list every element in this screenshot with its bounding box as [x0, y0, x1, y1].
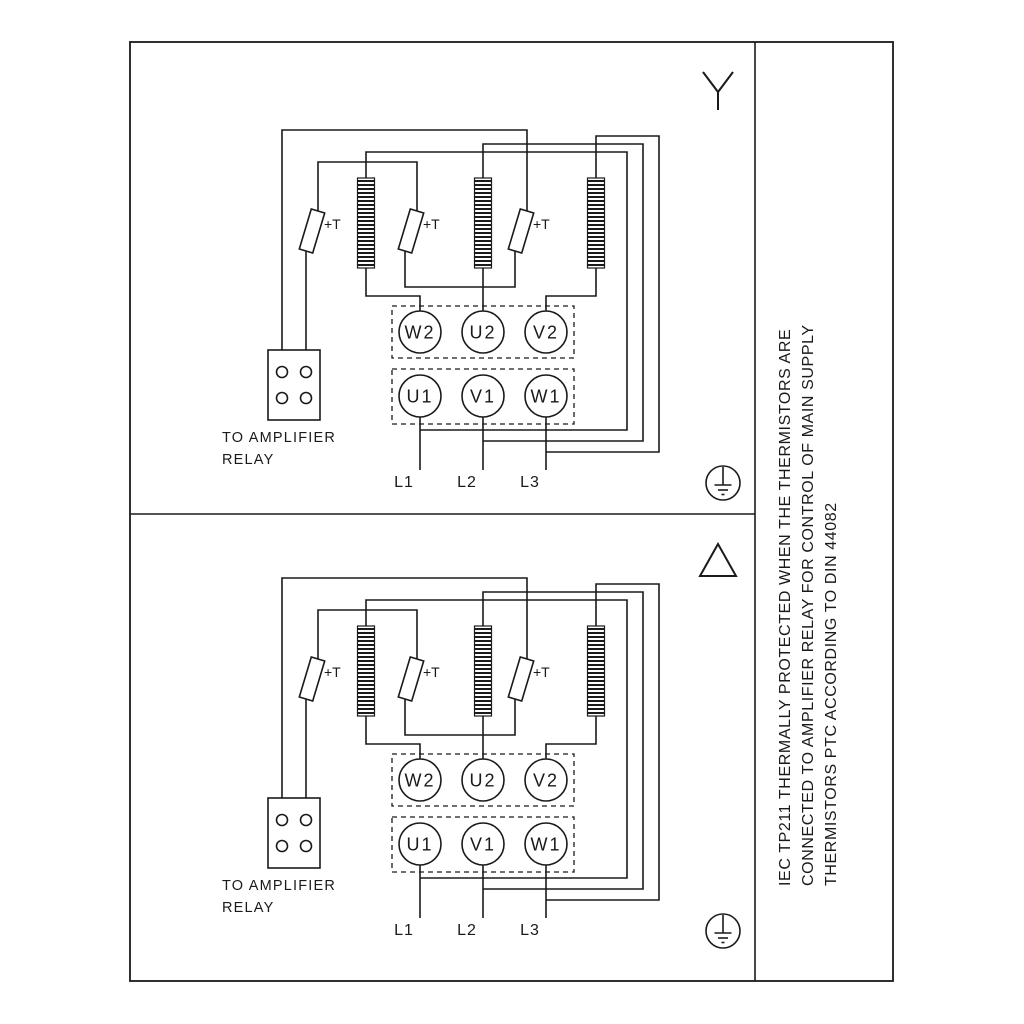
supply-label-l1: L1: [394, 922, 414, 939]
thermistor-label: +T: [423, 216, 440, 232]
terminal-label-w1: W1: [531, 835, 562, 855]
terminal-label-v2: V2: [533, 323, 559, 343]
star-icon: [702, 71, 734, 110]
thermistor-label: +T: [324, 216, 341, 232]
delta-panel-labels: W2 U2 V2 U1 V1 W1 L1 L2 L3 +T +T +T TO A…: [222, 664, 562, 939]
terminal-label-w1: W1: [531, 387, 562, 407]
sidebar-note-line3: THERMISTORS PTC ACCORDING TO DIN 44082: [823, 502, 840, 886]
supply-label-l2: L2: [457, 474, 477, 491]
thermistor-label: +T: [423, 664, 440, 680]
star-panel-labels: W2 U2 V2 U1 V1 W1 L1 L2 L3 +T +T +T TO A…: [222, 216, 562, 491]
supply-label-l3: L3: [520, 474, 540, 491]
supply-label-l2: L2: [457, 922, 477, 939]
terminal-label-u2: U2: [469, 771, 496, 791]
terminal-label-u1: U1: [406, 387, 433, 407]
terminal-label-u1: U1: [406, 835, 433, 855]
terminal-label-w2: W2: [405, 771, 436, 791]
supply-label-l1: L1: [394, 474, 414, 491]
sidebar-note-line1: IEC TP211 THERMALLY PROTECTED WHEN THE T…: [777, 329, 794, 886]
relay-note-line2: RELAY: [222, 900, 274, 916]
frame-border: [129, 41, 894, 982]
delta-panel-circuit: [268, 578, 740, 948]
delta-icon: [698, 541, 738, 577]
sidebar-note-line2: CONNECTED TO AMPLIFIER RELAY FOR CONTROL…: [800, 324, 817, 886]
thermistor-label: +T: [324, 664, 341, 680]
relay-note-line1: TO AMPLIFIER: [222, 430, 336, 446]
supply-label-l3: L3: [520, 922, 540, 939]
star-panel-circuit: [268, 130, 740, 500]
thermistor-label: +T: [533, 664, 550, 680]
sidebar-note: IEC TP211 THERMALLY PROTECTED WHEN THE T…: [777, 324, 840, 886]
terminal-label-v1: V1: [470, 387, 496, 407]
thermistor-label: +T: [533, 216, 550, 232]
terminal-label-w2: W2: [405, 323, 436, 343]
relay-note-line2: RELAY: [222, 452, 274, 468]
relay-note-line1: TO AMPLIFIER: [222, 878, 336, 894]
terminal-label-u2: U2: [469, 323, 496, 343]
terminal-label-v1: V1: [470, 835, 496, 855]
terminal-label-v2: V2: [533, 771, 559, 791]
